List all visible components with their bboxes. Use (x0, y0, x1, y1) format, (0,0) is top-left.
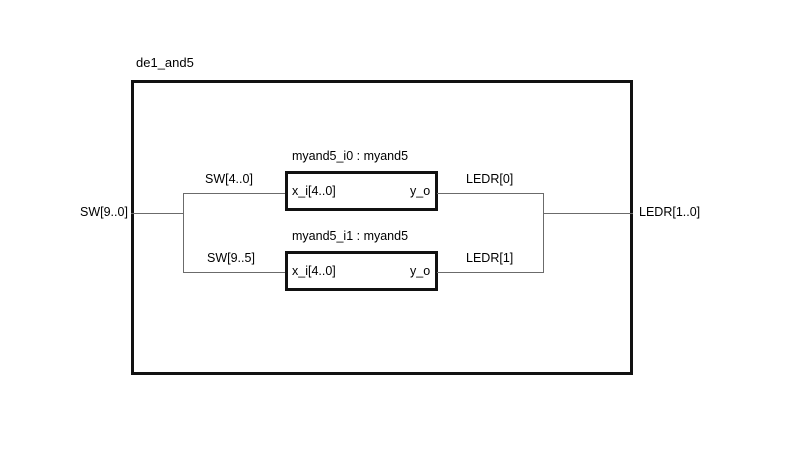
wire-external-output (543, 213, 633, 214)
instance-input-port-i1: x_i[4..0] (292, 264, 336, 278)
wire-output-merge-vertical (543, 193, 544, 272)
wire-inst0-to-ledr0 (437, 193, 544, 194)
wire-sw-high-to-inst0 (183, 193, 286, 194)
top-module-boundary (131, 80, 633, 375)
instance-output-port-i1: y_o (410, 264, 431, 278)
instance-box-myand5-i1[interactable] (285, 251, 438, 291)
wire-input-split-vertical (183, 193, 184, 272)
top-module-title: de1_and5 (136, 55, 194, 70)
net-label-ledr-0: LEDR[0] (466, 172, 514, 186)
instance-output-port-i0: y_o (410, 184, 431, 198)
wire-external-input (131, 213, 183, 214)
wire-inst1-to-ledr1 (437, 272, 544, 273)
instance-box-myand5-i0[interactable] (285, 171, 438, 211)
instance-title-myand5-i1: myand5_i1 : myand5 (292, 229, 409, 243)
instance-input-port-i0: x_i[4..0] (292, 184, 336, 198)
net-label-sw-high: SW[4..0] (205, 172, 253, 186)
external-input-pin-sw: SW[9..0] (80, 205, 128, 219)
wire-sw-low-to-inst1 (183, 272, 286, 273)
instance-title-myand5-i0: myand5_i0 : myand5 (292, 149, 409, 163)
net-label-sw-low: SW[9..5] (207, 251, 255, 265)
net-label-ledr-1: LEDR[1] (466, 251, 514, 265)
external-output-pin-ledr: LEDR[1..0] (639, 205, 701, 219)
